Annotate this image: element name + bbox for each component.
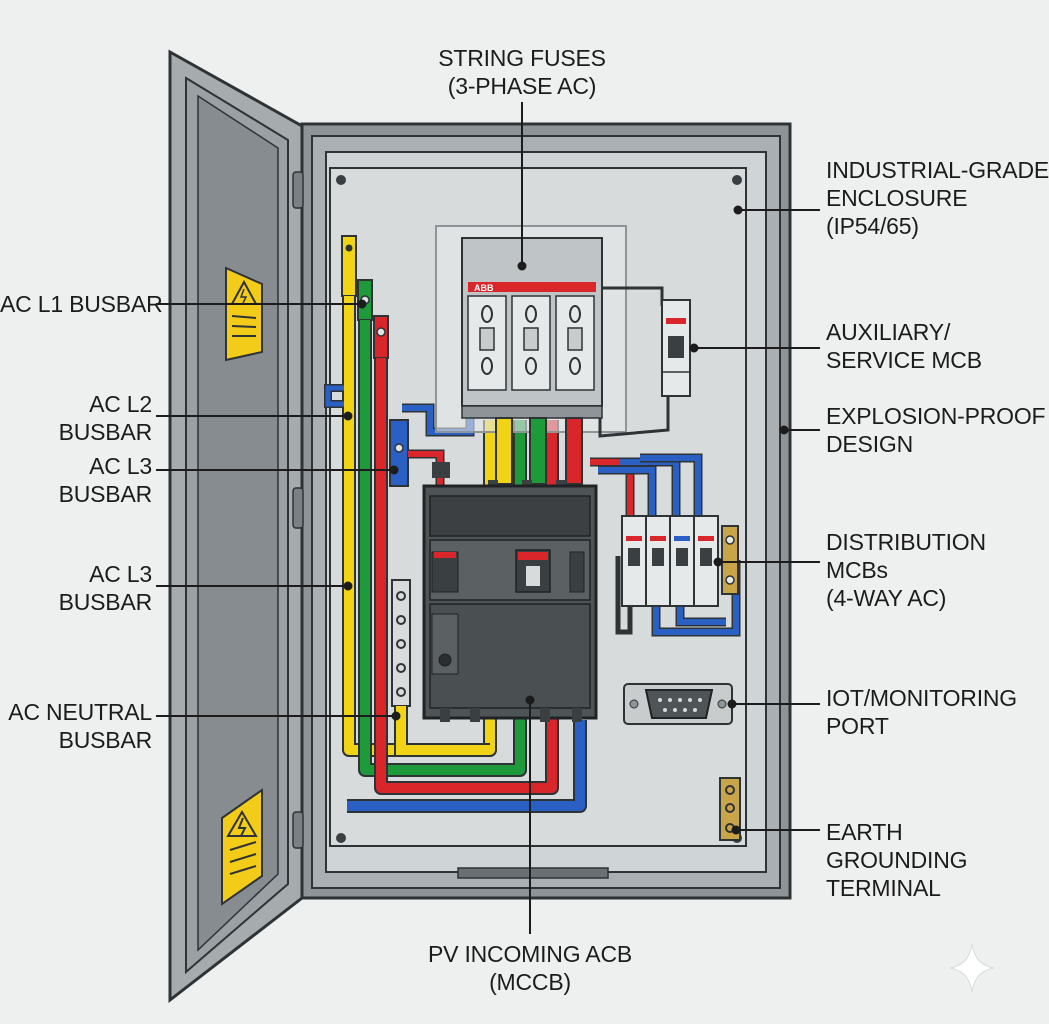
phase-risers: [495, 417, 583, 485]
pv-incoming-mccb[interactable]: [422, 480, 598, 722]
neutral-terminal-strip: [391, 579, 490, 757]
warning-label-bottom: [221, 788, 263, 906]
neutral-wire-blue: [324, 384, 587, 813]
enclosure-door[interactable]: [168, 49, 304, 1004]
auxiliary-mcb[interactable]: [598, 286, 691, 438]
label-auxiliary-mcb: AUXILIARY/SERVICE MCB: [826, 319, 982, 373]
lightning-icon: [226, 810, 258, 837]
sparkle-icon: [949, 943, 995, 993]
warning-label-top: [225, 266, 263, 362]
iot-monitoring-port[interactable]: [623, 683, 733, 725]
red-link-bar: [408, 449, 450, 488]
label-string-fuses: STRING FUSES(3-PHASE AC): [438, 45, 606, 99]
control-panel-diagram: ABB: [156, 49, 995, 1004]
leader-lines: [156, 102, 820, 934]
fuse-brand-text: ABB: [474, 283, 494, 293]
label-ac-l1-busbar: AC L1 BUSBAR: [0, 291, 163, 317]
label-pv-incoming-acb: PV INCOMING ACB(MCCB): [427, 941, 633, 995]
distribution-wiring: [590, 453, 741, 637]
string-fuse-holder[interactable]: ABB: [435, 225, 627, 433]
d-sub-connector-icon: [644, 689, 714, 719]
